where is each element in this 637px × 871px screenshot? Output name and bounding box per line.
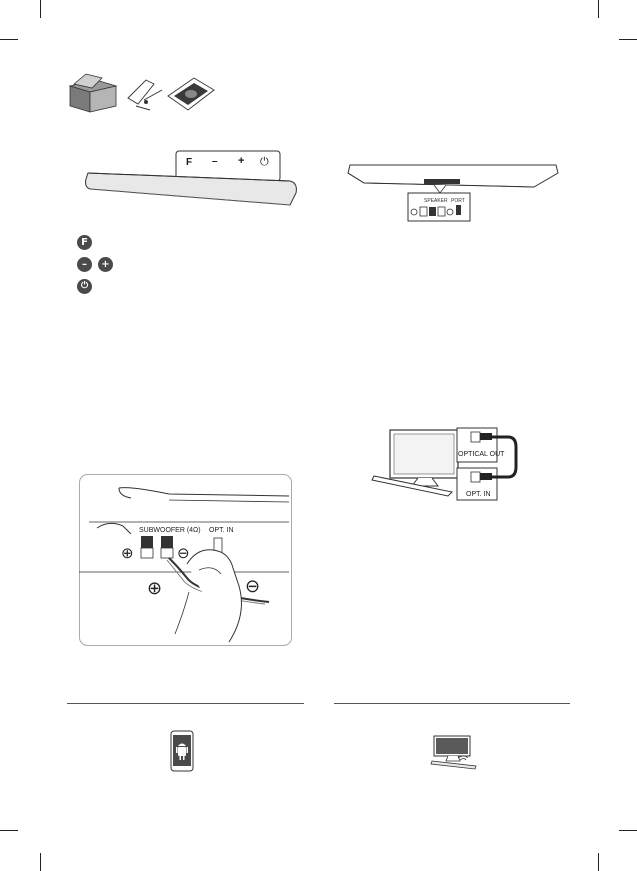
crop-mark — [0, 830, 18, 831]
plus-symbol-bottom: ⊕ — [147, 578, 162, 598]
subwoofer-terminal-label: SUBWOOFER (4Ω) — [139, 527, 201, 534]
front-label-plus: + — [238, 155, 245, 167]
front-label-power: ⏻ — [260, 155, 269, 168]
legend-plus-icon: + — [98, 257, 113, 272]
tv-optical-out-label: OPTICAL OUT — [458, 451, 505, 458]
crop-mark — [40, 0, 41, 18]
section-divider-left — [67, 703, 304, 704]
opt-in-label: OPT. IN — [209, 527, 234, 534]
manual-icon — [167, 77, 215, 111]
bar-opt-in-label: OPT. IN — [466, 491, 491, 498]
front-label-minus: – — [212, 156, 218, 167]
soundbar-rear-illustration: SPEAKER PORT — [347, 164, 559, 222]
section-divider-right — [334, 703, 570, 704]
crop-mark — [619, 830, 637, 831]
rear-port-label: PORT — [451, 198, 465, 204]
optical-connection-illustration: OPTICAL OUT OPT. IN — [371, 427, 518, 501]
soundbar-front-illustration — [85, 150, 297, 206]
front-label-f: F — [186, 157, 193, 168]
crop-mark — [619, 39, 637, 40]
box-icon — [68, 73, 118, 113]
android-phone-icon — [170, 730, 194, 772]
remote-icon — [127, 79, 163, 111]
crop-mark — [40, 853, 41, 871]
legend-f-icon: F — [77, 235, 92, 250]
rear-speaker-label: SPEAKER — [424, 198, 448, 204]
crop-mark — [598, 0, 599, 18]
minus-symbol-bottom: ⊖ — [245, 576, 260, 596]
minus-symbol-top: ⊖ — [177, 545, 190, 562]
speaker-wire-illustration: SUBWOOFER (4Ω) OPT. IN ⊕ ⊖ ⊕ ⊖ — [79, 474, 292, 646]
legend-power-icon: ⏻ — [77, 279, 92, 294]
plus-symbol-top: ⊕ — [121, 545, 134, 562]
accessories-illustration — [68, 73, 215, 113]
tv-soundbar-icon — [430, 735, 477, 770]
crop-mark — [598, 853, 599, 871]
crop-mark — [0, 39, 18, 40]
legend-minus-icon: – — [77, 257, 92, 272]
